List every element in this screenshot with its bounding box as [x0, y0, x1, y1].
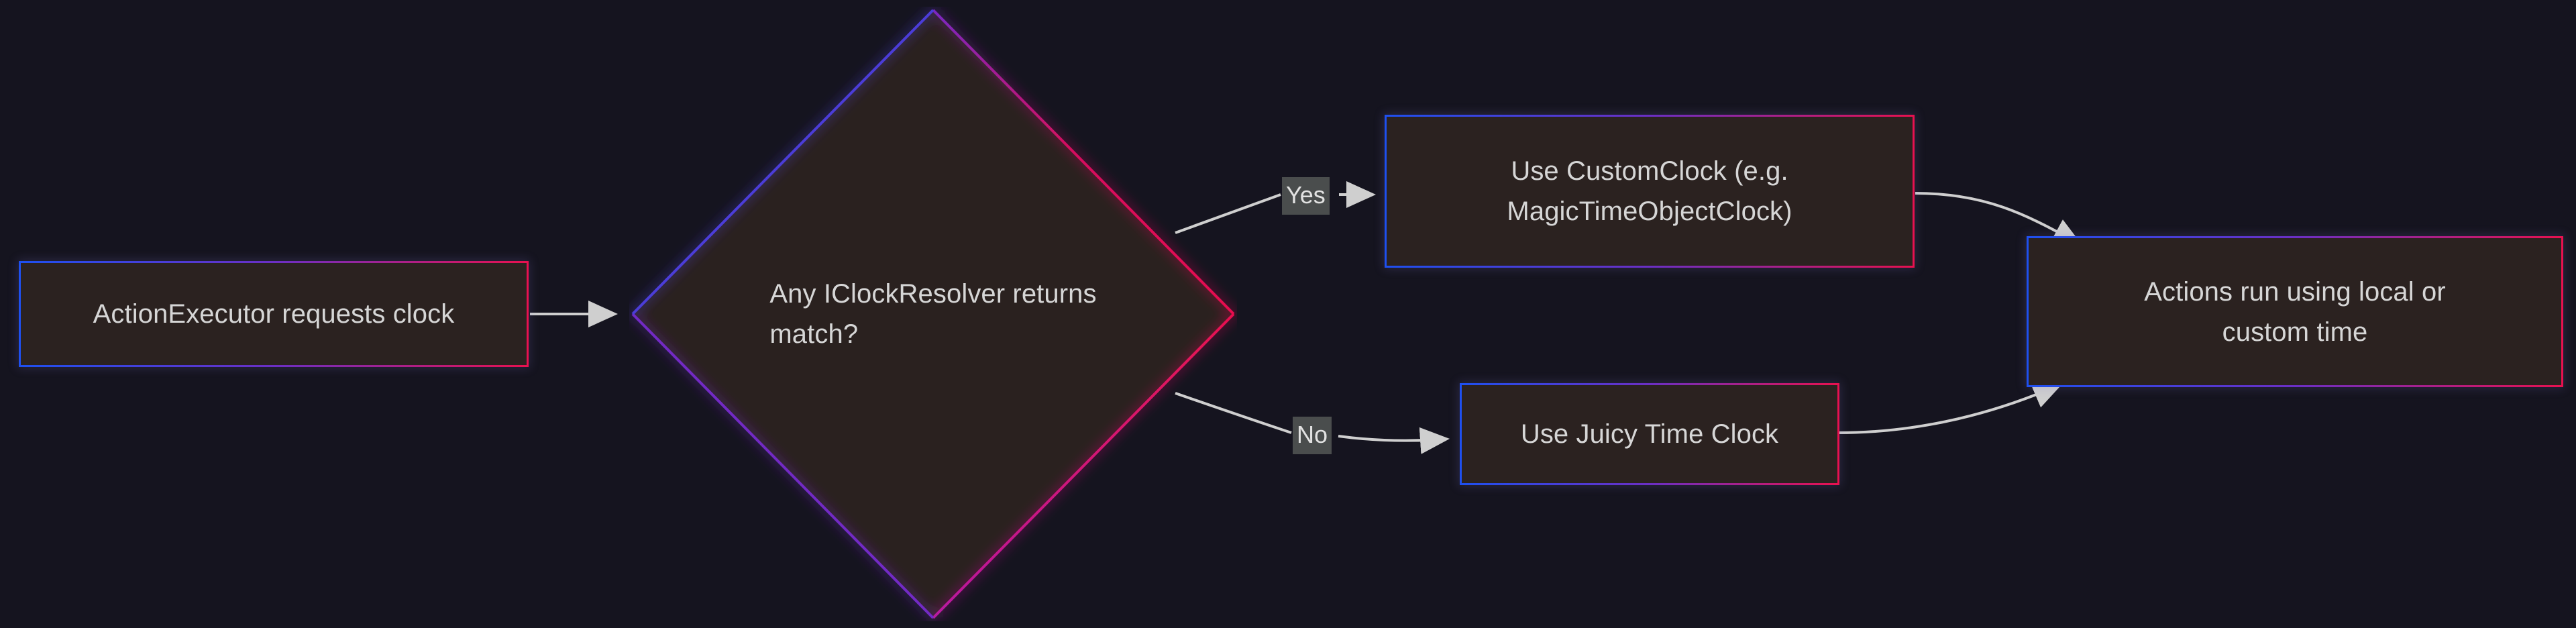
node-use-customclock[interactable]: Use CustomClock (e.g. MagicTimeObjectClo…: [1385, 115, 1915, 268]
node-label: ActionExecutor requests clock: [93, 299, 455, 329]
edge-custom-to-result: [1915, 192, 2083, 246]
node-body: ActionExecutor requests clock: [21, 263, 527, 365]
node-action-executor-requests-clock[interactable]: ActionExecutor requests clock: [19, 261, 529, 367]
node-label: Use CustomClock (e.g. MagicTimeObjectClo…: [1507, 156, 1792, 226]
edge-label-yes: Yes: [1282, 177, 1330, 215]
node-any-iclockresolver-returns-match[interactable]: Any IClockResolver returns match?: [629, 7, 1237, 621]
node-label: Actions run using local or custom time: [2144, 276, 2446, 347]
node-body: Use CustomClock (e.g. MagicTimeObjectClo…: [1387, 117, 1913, 266]
node-body: Use Juicy Time Clock: [1462, 385, 1837, 483]
node-label: Any IClockResolver returns match?: [769, 279, 1097, 349]
node-label: Use Juicy Time Clock: [1520, 419, 1779, 449]
edge-juicy-to-result: [1837, 382, 2063, 434]
diamond-shape: [631, 9, 1235, 619]
node-body: Actions run using local or custom time: [2029, 238, 2561, 385]
node-use-juicy-time-clock[interactable]: Use Juicy Time Clock: [1460, 383, 1839, 485]
node-actions-run-using-local-or-custom-time[interactable]: Actions run using local or custom time: [2027, 236, 2563, 387]
edge-label-no: No: [1293, 417, 1332, 454]
node-body: Any IClockResolver returns match?: [629, 7, 1237, 621]
